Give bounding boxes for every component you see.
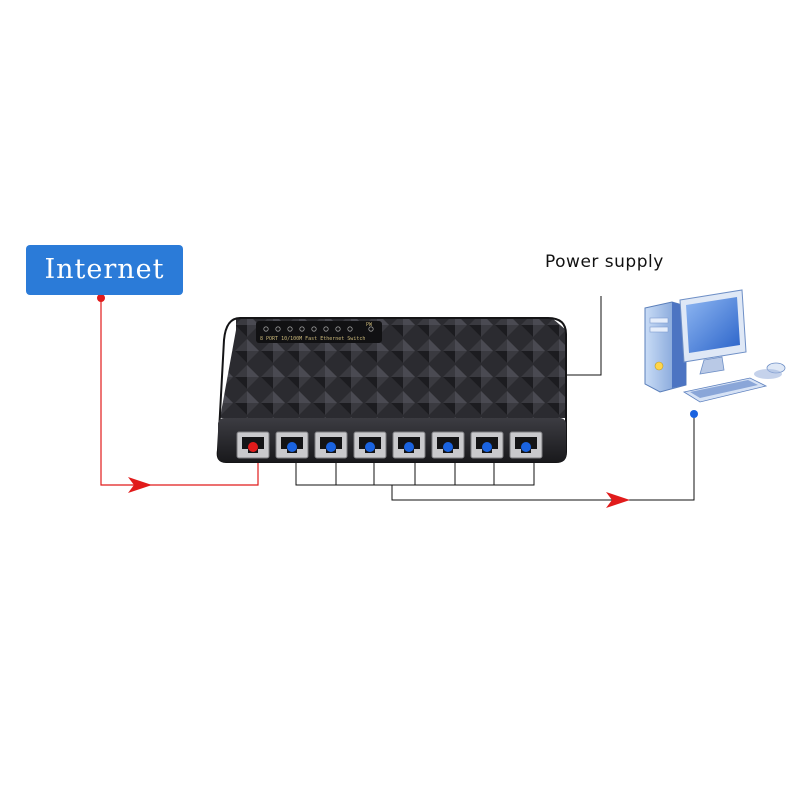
switch-model-label: 8 PORT 10/100M Fast Ethernet Switch xyxy=(260,336,365,342)
computer-keyboard-keys xyxy=(690,380,758,398)
computer-power-button xyxy=(654,361,664,371)
desktop-computer-icon xyxy=(644,289,786,403)
uplink-line xyxy=(100,298,259,486)
lan-arrow-icon xyxy=(606,492,630,508)
led-row xyxy=(263,326,374,332)
uplink-connection xyxy=(97,294,259,493)
ethernet-port-3 xyxy=(314,431,348,459)
ethernet-port-8 xyxy=(509,431,543,459)
power-supply-line xyxy=(566,296,602,376)
switch-power-led-label: PW xyxy=(366,322,373,328)
lan-port-marker xyxy=(287,442,297,452)
lan-connection xyxy=(295,414,695,501)
network-switch-icon: PW 8 PORT 10/100M Fast Ethernet Switch xyxy=(216,317,567,463)
lan-port-marker xyxy=(482,442,492,452)
ethernet-port-4 xyxy=(353,431,387,459)
ethernet-port-1 xyxy=(236,431,270,459)
computer-drive-bay xyxy=(649,326,669,333)
lan-port-marker xyxy=(521,442,531,452)
internet-label: Internet xyxy=(26,245,183,295)
computer-monitor-stand xyxy=(699,356,725,375)
power-supply-label: Power supply xyxy=(545,252,664,272)
lan-port-marker xyxy=(326,442,336,452)
computer-connector-dot xyxy=(690,410,698,418)
computer-drive-bay xyxy=(649,317,669,324)
lan-port-marker xyxy=(404,442,414,452)
ethernet-port-2 xyxy=(275,431,309,459)
computer-mouse-pad xyxy=(754,369,782,379)
lan-port-marker xyxy=(365,442,375,452)
uplink-port-marker xyxy=(248,442,258,452)
computer-screen xyxy=(686,297,740,353)
uplink-arrow-icon xyxy=(128,477,152,493)
lan-port-marker xyxy=(443,442,453,452)
ethernet-port-5 xyxy=(392,431,426,459)
ethernet-port-6 xyxy=(431,431,465,459)
port-row xyxy=(236,431,543,459)
ethernet-port-7 xyxy=(470,431,504,459)
lan-to-computer-line xyxy=(391,414,695,501)
